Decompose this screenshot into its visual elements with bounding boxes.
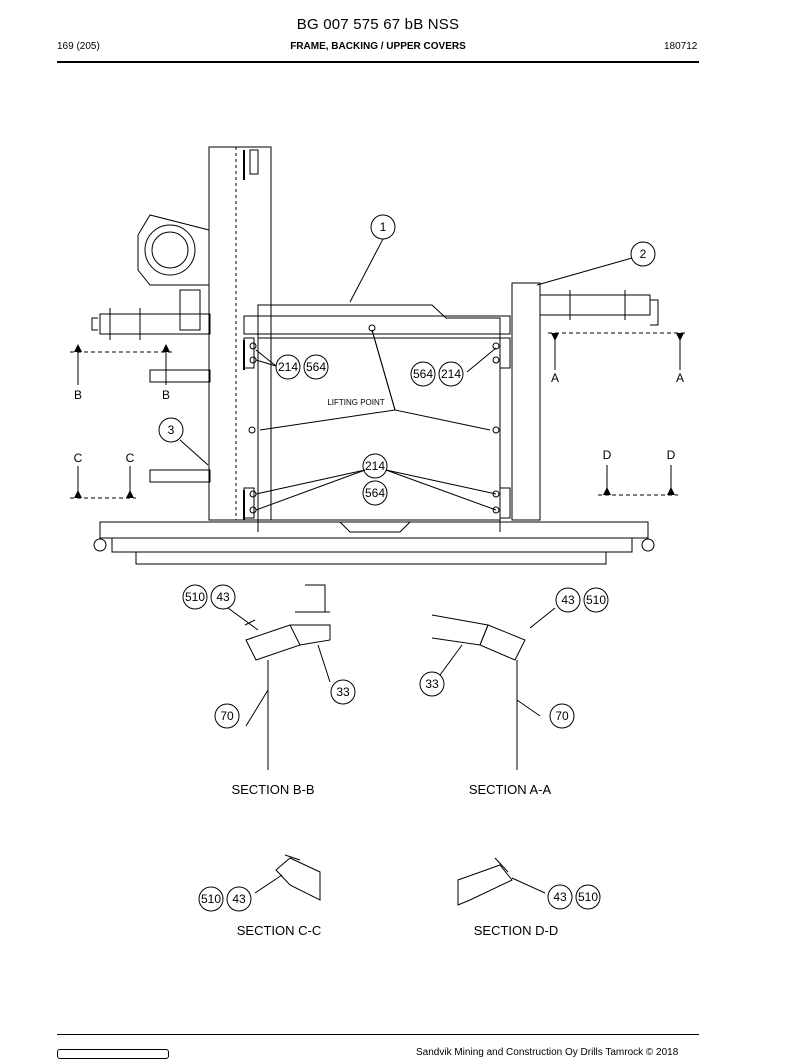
lifting-point-label: LIFTING POINT [327,398,384,407]
section-letter-b-right: B [162,388,170,402]
balloon-214-right: 214 [441,367,461,381]
balloon-510-dd: 510 [578,890,598,904]
section-letter-a-left: A [551,371,559,385]
footer-rule [57,1034,699,1035]
section-letter-b-left: B [74,388,82,402]
header-rule [57,61,699,63]
balloon-33-aa: 33 [425,677,439,691]
section-aa-title: SECTION A-A [469,782,552,797]
sandvik-logo [57,1049,169,1059]
section-cc-title: SECTION C-C [237,923,322,938]
leader-lines [179,238,633,511]
bottom-beam [93,521,655,565]
section-aa-view [431,607,556,770]
balloon-564-bottom: 564 [365,486,385,500]
section-bb-title: SECTION B-B [231,782,314,797]
section-title: FRAME, BACKING / UPPER COVERS [290,41,466,52]
section-letter-c-right: C [126,451,135,465]
balloon-3: 3 [168,423,175,437]
balloon-1: 1 [380,220,387,234]
balloon-510-bb: 510 [185,590,205,604]
balloon-43-dd: 43 [553,890,567,904]
right-mounting-plate [511,282,659,521]
balloon-564-right: 564 [413,367,433,381]
lifting-lines [248,324,500,434]
balloon-214-left: 214 [278,360,298,374]
section-letter-c-left: C [74,451,83,465]
left-mounting-plate [137,146,272,521]
balloon-43-cc: 43 [232,892,246,906]
section-bb-view [227,584,331,770]
section-letter-a-right: A [676,371,684,385]
balloon-510-aa: 510 [586,593,606,607]
item-balloons [158,214,656,912]
balloon-43-aa: 43 [561,593,575,607]
document-title: BG 007 575 67 bB NSS [296,16,460,33]
balloon-564-left: 564 [306,360,326,374]
section-dd-title: SECTION D-D [474,923,559,938]
balloon-214-bottom: 214 [365,459,385,473]
left-arm [91,308,211,483]
section-dd-view [457,857,546,906]
section-letter-d-right: D [667,448,676,462]
section-cc-view [254,854,321,901]
balloon-43-bb: 43 [216,590,230,604]
balloon-510-cc: 510 [201,892,221,906]
page-number: 169 (205) [57,41,100,52]
section-arrowheads [74,333,684,498]
balloon-33-bb: 33 [336,685,350,699]
balloon-2: 2 [640,247,647,261]
date-code: 180712 [664,41,698,52]
balloon-70-bb: 70 [220,709,234,723]
section-markers [70,332,688,499]
section-letter-d-left: D [603,448,612,462]
balloon-70-aa: 70 [555,709,569,723]
